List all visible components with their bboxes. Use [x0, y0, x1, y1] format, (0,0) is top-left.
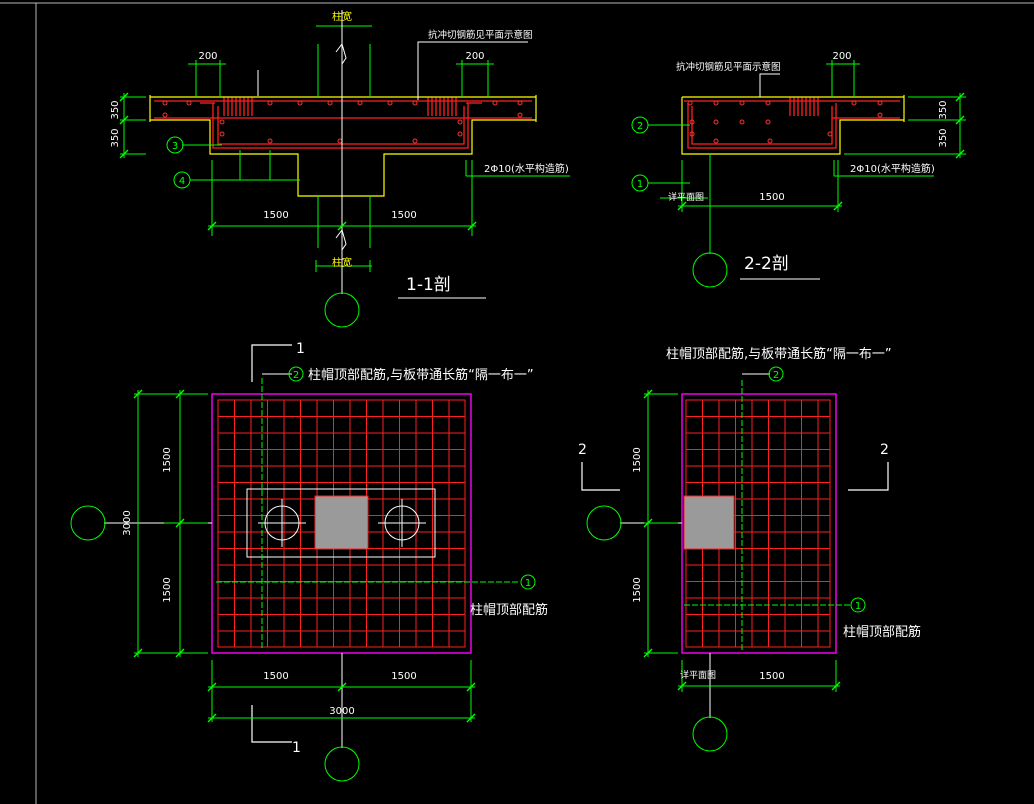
plan-right-dim-1500-v-top: 1500	[632, 447, 643, 472]
section-1-dim-200-right: 200	[465, 51, 484, 62]
plan-right-column	[683, 495, 735, 550]
col-width-label-top: 柱宽	[332, 10, 352, 23]
plan-left	[70, 344, 536, 782]
section-1-dim-1500-right: 1500	[391, 210, 416, 221]
section-2-dim-350-lower: 350	[938, 128, 949, 147]
plan-right-cut-label-right: 2	[880, 442, 889, 458]
plan-left-cut-line	[251, 344, 292, 743]
plan-left-grid-border	[217, 399, 466, 648]
plan-right-ticks	[643, 389, 841, 691]
section-2-dim-200: 200	[832, 51, 851, 62]
section-2-2	[631, 60, 966, 288]
section-1-dim-350-lower: 350	[110, 128, 121, 147]
plan-left-note-top: 柱帽顶部配筋,与板带通长筋“隔一布一”	[308, 367, 534, 383]
section-2-2-leaders	[759, 73, 780, 97]
plan-left-dim-1500-v-bottom: 1500	[162, 577, 173, 602]
marker-4-circle	[173, 171, 191, 189]
marker-3-label: 3	[172, 141, 178, 152]
section-1-1-title: 1-1剖	[406, 275, 451, 295]
plan-right	[581, 366, 889, 752]
plan-right-marker-1-circle	[850, 597, 866, 613]
section-1-1-axis	[335, 10, 347, 294]
section-2-edge-note: 详平面图	[668, 191, 704, 203]
plan-right-dim-1500-v-bottom: 1500	[632, 577, 643, 602]
marker-1-label-section2: 1	[637, 179, 643, 190]
plan-left-dim-1500-h-right: 1500	[391, 671, 416, 682]
section-1-dim-200-left: 200	[198, 51, 217, 62]
plan-left-column	[314, 495, 369, 550]
section-2-note-top: 抗冲切钢筋见平面示意图	[676, 61, 781, 73]
section-2-dim-1500: 1500	[759, 192, 784, 203]
plan-left-dim-3000-v: 3000	[122, 510, 133, 535]
col-width-label-bottom: 柱宽	[332, 256, 352, 269]
section-1-dim-350-upper: 350	[110, 100, 121, 119]
axis-bubble-section-2	[692, 252, 728, 288]
plan-right-edge-note: 详平面图	[680, 669, 716, 681]
section-2-2-ticks	[677, 92, 965, 211]
plan-left-cut-label-bottom: 1	[292, 740, 301, 756]
section-2-2-concrete	[681, 95, 905, 155]
axis-bubble-plan-left-v	[324, 746, 360, 782]
section-2-dim-350-upper: 350	[938, 100, 949, 119]
plan-left-marker-1-circle	[520, 574, 536, 590]
section-1-dim-1500-left: 1500	[263, 210, 288, 221]
marker-4-label: 4	[179, 176, 185, 187]
plan-right-bars-green	[684, 380, 852, 650]
plan-left-dim-1500-h-left: 1500	[263, 671, 288, 682]
plan-right-cut-label-left: 2	[578, 442, 587, 458]
section-1-1-ticks	[119, 92, 477, 231]
plan-left-marker-1: 1	[525, 578, 531, 589]
plan-left-bars-green	[216, 378, 520, 650]
plan-left-punching-zone	[246, 488, 436, 558]
axis-bubble-plan-right-h	[586, 505, 622, 541]
plan-left-ticks	[133, 389, 476, 723]
marker-1-circle-section2	[631, 174, 649, 192]
section-1-1-rebar	[154, 97, 532, 149]
section-2-2-title: 2-2剖	[744, 254, 789, 274]
marker-2-circle-section2	[631, 116, 649, 134]
plan-right-marker-2-circle	[768, 366, 784, 382]
section-1-1	[119, 10, 570, 328]
plan-right-note-bottom: 柱帽顶部配筋	[843, 624, 921, 640]
section-2-2-rebar-dots	[687, 100, 883, 144]
plan-left-note-bottom: 柱帽顶部配筋	[470, 602, 548, 618]
plan-right-marker-1: 1	[855, 601, 861, 612]
section-1-1-concrete	[149, 95, 537, 197]
plan-right-dim-1500-h: 1500	[759, 671, 784, 682]
section-1-note-top: 抗冲切钢筋见平面示意图	[428, 29, 533, 41]
plan-left-marker-2-circle	[288, 366, 304, 382]
section-2-2-dims	[648, 60, 966, 212]
axis-bubble-plan-left-h	[70, 505, 106, 541]
section-2-rebar-note: 2Φ10(水平构造筋)	[850, 162, 935, 175]
marker-2-label-section2: 2	[637, 121, 643, 132]
section-1-1-column	[316, 25, 372, 267]
section-1-1-leaders	[257, 41, 528, 100]
plan-left-marker-2: 2	[293, 370, 299, 381]
plan-right-cut-line	[581, 462, 889, 491]
plan-left-dim-1500-v-top: 1500	[162, 447, 173, 472]
section-1-1-rebar-dots	[162, 100, 523, 144]
section-1-rebar-note: 2Φ10(水平构造筋)	[484, 162, 569, 175]
plan-left-dim-3000-h: 3000	[329, 706, 354, 717]
axis-bubble-plan-right-v	[692, 716, 728, 752]
marker-3-circle	[166, 136, 184, 154]
plan-right-note-top: 柱帽顶部配筋,与板带通长筋“隔一布一”	[666, 346, 892, 362]
axis-bubble-section-1	[324, 292, 360, 328]
plan-left-cut-label-top: 1	[296, 341, 305, 357]
plan-right-marker-2: 2	[773, 370, 779, 381]
plan-left-opening-crosshairs	[258, 499, 426, 547]
